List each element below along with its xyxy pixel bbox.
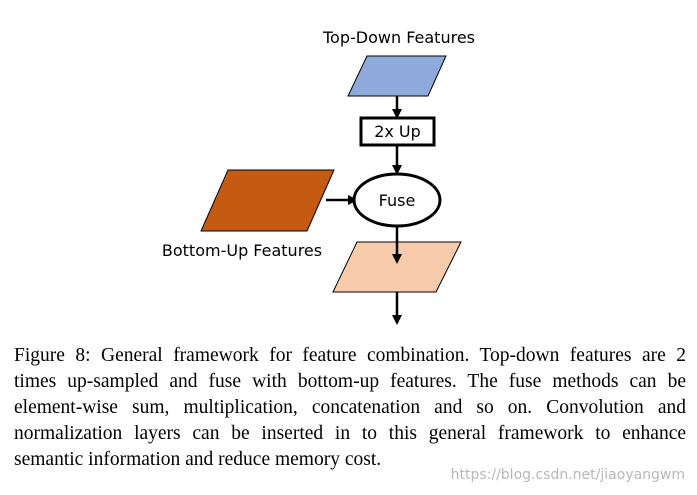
figure-caption: Figure 8: General framework for feature … <box>14 343 686 473</box>
upsample-label: 2x Up <box>374 122 421 141</box>
bottom-up-label: Bottom-Up Features <box>162 241 322 260</box>
bottom-up-features-shape <box>200 169 335 232</box>
caption-line: normalization layers can be inserted in … <box>14 423 686 444</box>
top-down-label: Top-Down Features <box>322 28 475 47</box>
watermark-text: https://blog.csdn.net/jiaoyangwm <box>450 467 685 483</box>
caption-line: times up-sampled and fuse with bottom-up… <box>14 371 686 392</box>
output-features-shape <box>332 241 462 293</box>
feature-combination-diagram: Top-Down Features 2x Up Fuse Bottom-Up F… <box>162 28 475 325</box>
fuse-label: Fuse <box>379 191 416 210</box>
top-down-features-shape <box>347 55 447 97</box>
caption-line: element-wise sum, multiplication, concat… <box>14 397 686 418</box>
caption-line: Figure 8: General framework for feature … <box>14 345 686 366</box>
caption-line: semantic information and reduce memory c… <box>14 449 382 470</box>
